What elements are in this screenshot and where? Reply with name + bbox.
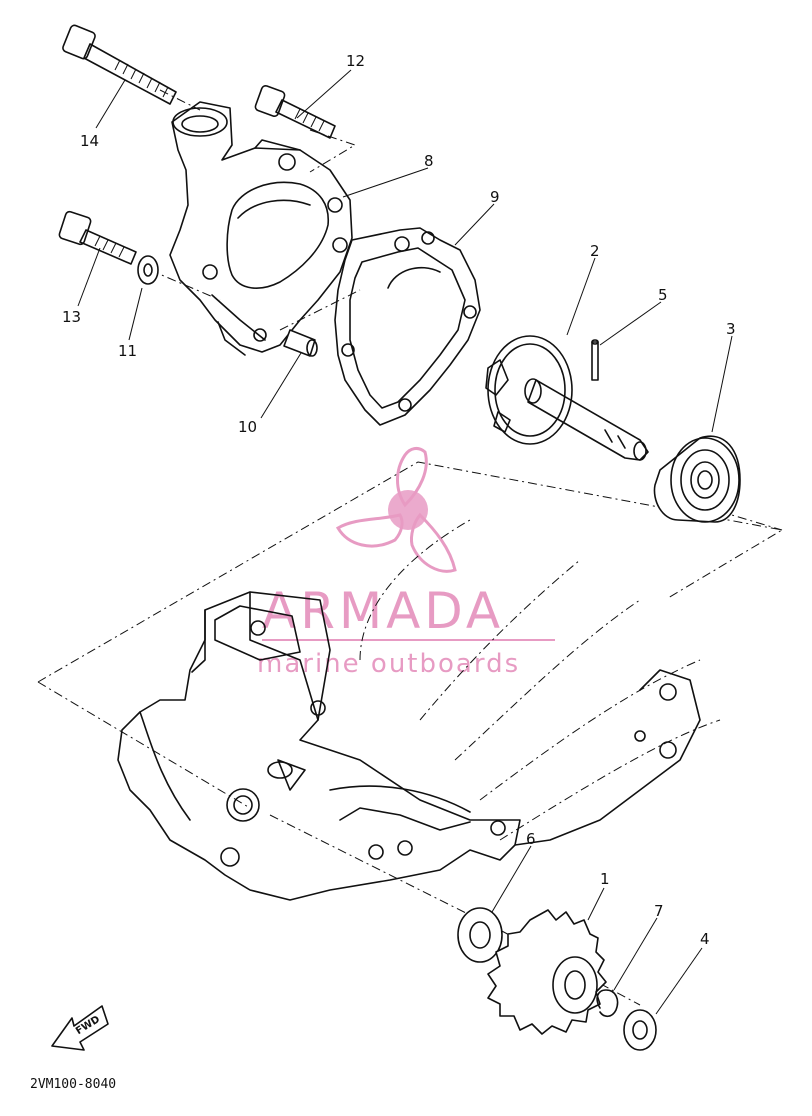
bolt-14	[62, 24, 177, 105]
callout-8: 8	[424, 152, 434, 170]
callout-14: 14	[80, 132, 99, 150]
callout-11: 11	[118, 342, 137, 360]
watermark-brand: ARMADA	[262, 582, 504, 640]
crankcase-cover	[37, 461, 784, 1006]
callout-5: 5	[658, 286, 668, 304]
callout-3: 3	[726, 320, 736, 338]
washer-6	[457, 907, 503, 963]
dowel-pin-10	[283, 329, 318, 357]
circlip-7	[596, 989, 619, 1018]
watermark: ARMADA marine outboards	[257, 446, 555, 679]
fwd-arrow-icon: FWD	[51, 1005, 109, 1051]
impeller-gear-1	[487, 909, 607, 1035]
callout-labels: 1 2 3 4 5 6 7 8 9 10 11 12 13 14	[62, 52, 736, 948]
pin-5	[591, 339, 599, 381]
washer-4	[623, 1009, 657, 1051]
impeller-shaft-2	[485, 335, 649, 461]
water-pump-housing	[149, 89, 361, 356]
callout-leaders	[77, 69, 733, 1015]
callout-9: 9	[490, 188, 500, 206]
callout-4: 4	[700, 930, 710, 948]
gasket-9	[334, 227, 481, 426]
callout-10: 10	[238, 418, 257, 436]
callout-7: 7	[654, 902, 664, 920]
callout-1: 1	[600, 870, 610, 888]
bearing-3	[653, 435, 741, 523]
callout-13: 13	[62, 308, 81, 326]
catalog-number: 2VM100-8040	[30, 1077, 116, 1092]
callout-12: 12	[346, 52, 365, 70]
bolt-12	[254, 85, 336, 139]
callout-2: 2	[590, 242, 600, 260]
bolt-13	[58, 210, 137, 265]
callout-6: 6	[526, 830, 536, 848]
propeller-hub-icon	[388, 490, 428, 530]
washer-11	[137, 255, 159, 285]
